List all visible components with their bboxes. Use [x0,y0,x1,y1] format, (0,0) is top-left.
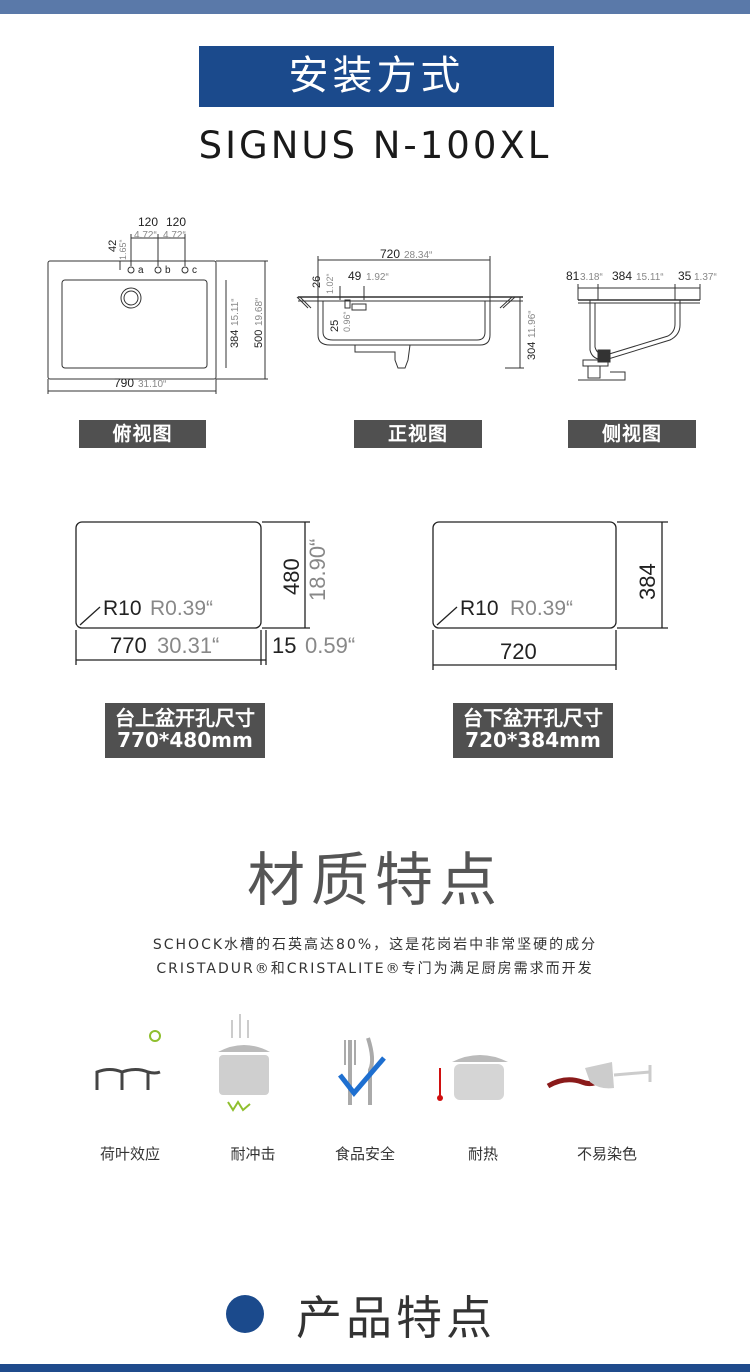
top-dim-384: 384 [229,330,241,348]
front-dim-1196: 11.96“ [527,310,538,338]
side-dim-384: 384 [612,269,632,283]
top-dim-165: 1.65“ [118,239,128,260]
feature-label-lotus: 荷叶效应 [99,1145,160,1163]
feature-icons [95,1014,652,1112]
front-dim-096: 0.96“ [342,311,352,332]
overmount-height: 480 [279,558,304,595]
front-dim-720: 720 [380,247,400,261]
side-dim-35: 35 [678,269,692,283]
overmount-cutout-drawing [75,521,310,665]
side-dim-1511: 15.11“ [636,272,664,283]
bottom-bar [0,1364,750,1372]
undermount-radius: R10 [460,597,499,620]
overmount-radius: R10 [103,597,142,620]
feature-label-food-safe: 食品安全 [334,1145,395,1163]
overmount-cutout-title: 台上盆开孔尺寸 [115,706,255,730]
top-view-drawing [47,234,268,394]
side-view-drawing [577,284,701,381]
top-dim-120a: 120 [138,215,158,229]
lotus-leaf-icon [95,1030,161,1090]
undermount-height: 384 [635,563,660,600]
cutout-drawings: R10 R0.39“ 770 30.31“ 15 0.59“ 480 18.90… [75,521,668,670]
materials-title: 材质特点 [246,846,503,914]
food-safe-icon [338,1037,386,1105]
overmount-cutout-size: 770*480mm [117,728,253,752]
impact-pot-icon [218,1014,270,1112]
undermount-radius-in: R0.39“ [510,597,573,620]
top-dim-3110: 31.10“ [138,379,166,390]
hole-b-label: b [165,265,171,276]
technical-drawings: 120 120 4.72“ 4.72“ 42 1.65“ a b c 384 1… [47,215,717,394]
materials-line-2: CRISTADUR®和CRISTALITE®专门为满足厨房需求而开发 [156,961,594,977]
front-dim-25: 25 [329,320,341,332]
front-dim-26: 26 [311,276,323,288]
heat-pot-icon [437,1055,508,1101]
top-dim-500: 500 [253,330,265,348]
model-name: SIGNUS N-100XL [198,124,552,167]
top-dim-42: 42 [107,240,119,252]
undermount-cutout-label: 台下盆开孔尺寸 720*384mm [453,703,613,758]
side-dim-318: 3.18“ [580,272,603,283]
product-features-bullet [226,1295,264,1333]
top-view-label: 俯视图 [79,420,206,448]
undermount-cutout-title: 台下盆开孔尺寸 [463,706,603,730]
overmount-width-in: 30.31“ [157,633,219,658]
top-dim-120b: 120 [166,215,186,229]
overmount-gap: 15 [272,633,296,658]
front-dim-102: 1.02“ [325,273,335,294]
stain-glass-icon [546,1062,652,1089]
overmount-width: 770 [110,633,147,658]
overmount-height-in: 18.90“ [305,539,330,601]
top-dim-1511: 15.11“ [230,298,241,326]
overmount-cutout-label: 台上盆开孔尺寸 770*480mm [105,703,265,758]
materials-line-1: SCHOCK水槽的石英高达80%，这是花岗岩中非常坚硬的成分 [152,937,598,953]
feature-label-stain: 不易染色 [576,1145,637,1163]
top-bar [0,0,750,14]
front-dim-192: 1.92“ [366,272,389,283]
undermount-cutout-size: 720*384mm [465,728,601,752]
front-dim-2834: 28.34“ [404,250,432,261]
undermount-width: 720 [500,639,537,664]
section-banner-installation: 安装方式 [199,46,554,107]
feature-label-heat: 耐热 [467,1145,498,1163]
front-view-label: 正视图 [354,420,482,448]
overmount-gap-in: 0.59“ [305,633,355,658]
top-dim-790: 790 [114,376,134,390]
side-view-label: 侧视图 [568,420,696,448]
side-dim-137: 1.37“ [694,272,717,283]
feature-label-impact: 耐冲击 [230,1145,276,1163]
product-features-title: 产品特点 [296,1291,496,1345]
hole-c-label: c [192,265,197,276]
front-dim-49: 49 [348,269,362,283]
top-dim-472b: 4.72“ [163,230,186,241]
top-dim-472a: 4.72“ [134,230,157,241]
undermount-cutout-drawing [432,521,668,670]
front-dim-304: 304 [526,342,538,360]
top-dim-1968: 19.68“ [254,298,265,326]
hole-a-label: a [138,265,144,276]
side-dim-81: 81 [566,269,580,283]
front-view-drawing [296,256,524,369]
overmount-radius-in: R0.39“ [150,597,213,620]
